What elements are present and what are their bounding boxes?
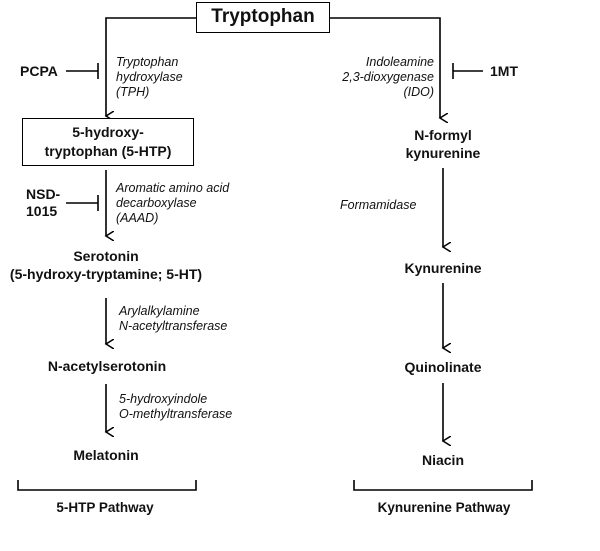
melatonin-label: Melatonin [73, 447, 139, 463]
serotonin-node: Serotonin (5-hydroxy-tryptamine; 5-HT) [6, 247, 206, 283]
tryptophan-node: Tryptophan [196, 2, 330, 33]
n-acetylserotonin-label: N-acetylserotonin [47, 358, 167, 374]
enzyme-formamidase: Formamidase [340, 198, 417, 212]
enzyme-aanat: Arylalkylamine N-acetyltransferase [119, 304, 228, 333]
melatonin-node: Melatonin [56, 446, 156, 464]
pathway-label-kynurenine: Kynurenine Pathway [377, 500, 511, 515]
enzyme-ido: Indoleamine 2,3-dioxygenase (IDO) [342, 55, 434, 99]
serotonin-label-line2: (5-hydroxy-tryptamine; 5-HT) [9, 266, 203, 282]
n-formyl-label-line1: N-formyl [414, 127, 472, 143]
kynurenine-node: Kynurenine [393, 259, 493, 277]
enzyme-tph: Tryptophan hydroxylase (TPH) [116, 55, 183, 99]
enzyme-aaad: Aromatic amino acid decarboxylase (AAAD) [116, 181, 230, 225]
n-formyl-label-line2: kynurenine [405, 145, 481, 161]
n-formyl-kynurenine-node: N-formyl kynurenine [388, 126, 498, 162]
inhibitor-nsd-1015: NSD- 1015 [26, 186, 61, 219]
arrow-tryptophan-to-nformyl [330, 17, 440, 118]
inhibitor-1mt: 1MT [490, 63, 518, 79]
niacin-node: Niacin [398, 451, 488, 469]
inhibitor-pcpa: PCPA [20, 63, 58, 79]
pathway-label-5htp: 5-HTP Pathway [56, 500, 154, 515]
kynurenine-label: Kynurenine [404, 260, 482, 276]
niacin-label: Niacin [421, 452, 464, 468]
serotonin-label-line1: Serotonin [73, 248, 139, 264]
quinolinate-label: Quinolinate [404, 359, 482, 375]
5htp-node: 5-hydroxy- tryptophan (5-HTP) [22, 118, 194, 166]
quinolinate-node: Quinolinate [393, 358, 493, 376]
n-acetylserotonin-node: N-acetylserotonin [32, 357, 182, 375]
bracket-kynurenine-pathway [353, 480, 533, 491]
enzyme-hiomt: 5-hydroxyindole O-methyltransferase [119, 392, 233, 421]
5htp-label-line2: tryptophan (5-HTP) [44, 143, 172, 159]
tryptophan-label: Tryptophan [211, 6, 315, 27]
arrow-tryptophan-to-5htp [106, 17, 196, 116]
5htp-label-line1: 5-hydroxy- [72, 124, 144, 140]
bracket-5htp-pathway [17, 480, 197, 491]
